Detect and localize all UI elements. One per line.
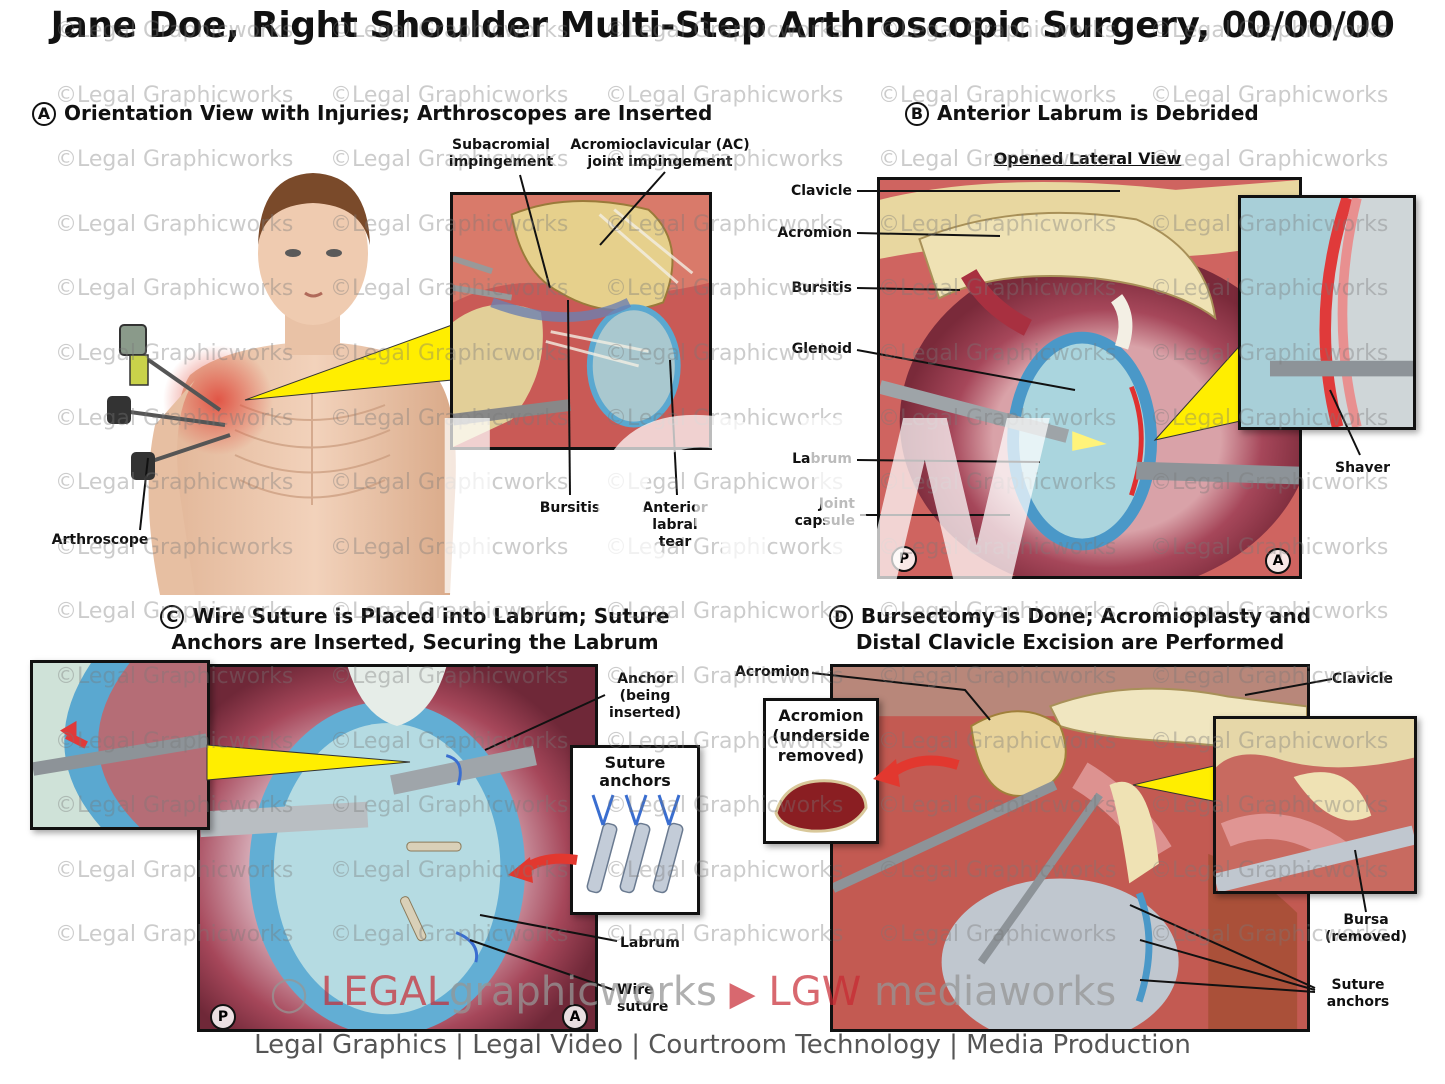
label-suture-anchors-d: Suture anchors	[1326, 977, 1390, 1010]
panel-d-badge: D	[828, 605, 853, 629]
play-icon: ▶	[729, 974, 756, 1014]
panel-c-title-line2: Anchors are Inserted, Securing the Labru…	[171, 630, 659, 654]
label-subacromial-impingement: Subacromial impingement	[448, 137, 554, 170]
acromion-removed-inset: Acromion (underside removed)	[763, 698, 879, 844]
label-labrum-c: Labrum	[620, 935, 680, 951]
brand-lgw: LGW	[768, 969, 862, 1015]
brand-banner: ◯ LEGALgraphicworks ▶ LGW mediaworks	[270, 968, 1190, 1016]
label-bursa-removed: Bursa (removed)	[1324, 912, 1408, 945]
suture-anchors-inset: Suture anchors	[570, 745, 700, 915]
label-ac-joint-impingement: Acromioclavicular (AC) joint impingement	[570, 137, 750, 170]
label-acromion-underside-removed: Acromion (underside removed)	[772, 706, 870, 765]
label-suture-anchors-c: Suture anchors	[599, 753, 671, 790]
label-acromion-b: Acromion	[777, 225, 852, 241]
panel-a-title: A Orientation View with Injuries; Arthros…	[32, 100, 712, 126]
center-watermark-lgw: LGW	[422, 370, 1068, 650]
panel-c-title-line1: Wire Suture is Placed into Labrum; Sutur…	[192, 604, 670, 628]
label-acromion-d: Acromion	[735, 664, 810, 680]
label-anterior-labral-tear: Anterior labral tear	[642, 500, 708, 550]
panel-a-title-text: Orientation View with Injuries; Arthrosc…	[64, 101, 713, 125]
panel-b-title-text: Anterior Labrum is Debrided	[937, 101, 1259, 125]
label-glenoid: Glenoid	[791, 341, 852, 357]
label-arthroscope: Arthroscope	[51, 532, 149, 548]
panel-d-bursa-inset	[1213, 716, 1417, 894]
brand-graphicworks: graphicworks	[448, 969, 717, 1015]
panel-b-callout-wedge	[1153, 338, 1246, 441]
label-bursitis-b: Bursitis	[791, 280, 853, 296]
panel-c-callout-wedge	[206, 744, 411, 781]
label-shaver: Shaver	[1334, 460, 1391, 476]
brand-legal: LEGAL	[320, 969, 449, 1015]
panel-d-title: D Bursectomy is Done; Acromioplasty and D…	[820, 603, 1320, 655]
patient-torso-illustration	[107, 173, 456, 595]
label-clavicle-b: Clavicle	[790, 183, 852, 199]
label-joint-capsule: Joint capsule	[794, 496, 855, 529]
label-wire-suture: Wire suture	[617, 982, 669, 1015]
panel-d-title-line1: Bursectomy is Done; Acromioplasty and	[860, 604, 1312, 628]
panel-b-subtitle: Opened Lateral View	[993, 149, 1182, 168]
panel-c-title: C Wire Suture is Placed into Labrum; Sutu…	[135, 603, 695, 655]
panel-d-red-arrow	[873, 755, 960, 787]
label-bursitis-a: Bursitis	[539, 500, 601, 516]
label-clavicle-d: Clavicle	[1332, 671, 1394, 687]
panel-b-orientation-posterior: P	[891, 546, 917, 572]
panel-c-orientation-anterior: A	[562, 1004, 588, 1030]
panel-c-badge: C	[160, 605, 185, 629]
panel-c-image	[197, 664, 598, 1032]
panel-b-badge: B	[905, 102, 929, 126]
label-anchor-being-inserted: Anchor (being inserted)	[608, 671, 682, 721]
panel-c-orientation-posterior: P	[210, 1004, 236, 1030]
panel-a-badge: A	[32, 102, 56, 126]
brand-mediaworks: mediaworks	[873, 969, 1117, 1015]
panel-b-shaver-inset	[1238, 195, 1416, 430]
panel-b-orientation-anterior: A	[1265, 548, 1291, 574]
panel-c-suture-inset	[30, 660, 210, 830]
page-title: Jane Doe, Right Shoulder Multi-Step Arth…	[50, 5, 1395, 46]
panel-b-title: B Anterior Labrum is Debrided	[905, 100, 1259, 126]
panel-c-red-arrow	[508, 853, 578, 883]
label-labrum-b: Labrum	[792, 451, 852, 467]
footer-tagline: Legal Graphics | Legal Video | Courtroom…	[254, 1030, 1191, 1060]
panel-d-title-line2: Distal Clavicle Excision are Performed	[855, 630, 1285, 654]
magnifier-icon: ◯	[270, 974, 309, 1014]
panel-d-callout-wedge	[1132, 764, 1219, 803]
